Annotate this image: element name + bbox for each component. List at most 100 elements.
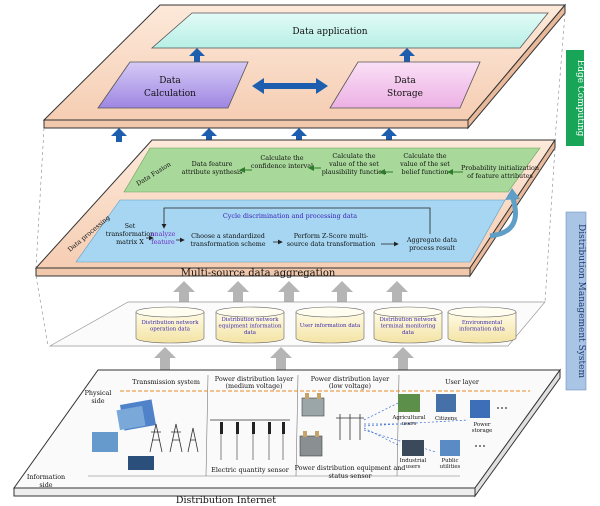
column-separators <box>88 374 460 477</box>
aggregation-arrows <box>173 281 408 302</box>
distribution-internet-label: Distribution Internet <box>176 495 276 506</box>
svg-text:feature: feature <box>151 238 175 246</box>
svg-text:belief function: belief function <box>402 168 449 176</box>
medium-voltage-equipment-icon <box>210 419 290 460</box>
cycle-label: Cycle discrimination and processing data <box>223 212 357 220</box>
distribution-links <box>363 401 469 453</box>
aggregation-label: Multi-source data aggregation <box>181 268 336 279</box>
svg-text:analyze: analyze <box>151 230 176 238</box>
processing-step-4: Perform Z-Score multi- source data trans… <box>287 232 376 248</box>
status-sensor-label-1: Power distribution equipment and <box>295 464 406 472</box>
svg-text:process result: process result <box>409 244 455 252</box>
user-industrial-2: users <box>406 464 421 470</box>
data-storage-line1: Data <box>394 76 416 86</box>
transmission-tower-icon <box>149 423 199 453</box>
low-voltage-pole-icon <box>336 414 364 440</box>
database-label: Distribution network <box>379 317 437 323</box>
layer-connector-arrows <box>111 128 397 142</box>
user-public-1: Public <box>441 458 458 464</box>
physical-side-2: side <box>91 397 104 405</box>
data-application-box: Data application <box>150 12 549 49</box>
database-label: operation data <box>150 327 191 333</box>
fusion-step-4: Calculate the value of the set belief fu… <box>399 152 450 176</box>
data-calculation-line2: Calculation <box>144 89 196 99</box>
database-cylinder: User information data <box>295 306 365 344</box>
up-arrow-icon <box>399 48 415 62</box>
database-label: information data <box>459 327 505 333</box>
guide-lines <box>35 12 566 347</box>
user-power-storage-2: storage <box>472 428 493 434</box>
svg-text:Calculate the: Calculate the <box>403 152 446 160</box>
svg-text:Probability initialization: Probability initialization <box>461 164 539 172</box>
information-side-1: Information <box>27 473 65 481</box>
edge-computing-bar: Edge Computing <box>566 50 585 146</box>
fusion-flow-arrows <box>239 165 463 175</box>
column-user-layer: User layer <box>445 378 480 386</box>
column-low-voltage-2: (low voltage) <box>329 382 371 390</box>
bidirectional-arrow-icon <box>252 78 328 94</box>
svg-text:transformation scheme: transformation scheme <box>190 240 265 248</box>
database-label: Distribution network <box>141 320 199 326</box>
svg-text:transformation: transformation <box>106 230 155 238</box>
svg-text:Perform Z-Score multi-: Perform Z-Score multi- <box>294 232 368 240</box>
data-processing-band <box>75 199 506 263</box>
data-application-label: Data application <box>292 27 367 37</box>
svg-text:Data feature: Data feature <box>192 160 233 168</box>
svg-text:Edge Computing: Edge Computing <box>575 60 585 137</box>
data-calculation-line1: Data <box>159 76 181 86</box>
svg-text:Aggregate data: Aggregate data <box>406 236 457 244</box>
user-public-2: utilities <box>440 464 461 470</box>
data-storage-line2: Storage <box>387 89 423 99</box>
user-agricultural-1: Agricultural <box>391 415 425 421</box>
processing-step-1: Set transformation matrix X <box>106 222 155 246</box>
user-tiles <box>398 394 490 456</box>
data-calculation-box: Data Calculation <box>97 61 249 109</box>
up-arrow-icon <box>189 48 205 62</box>
processing-step-2: analyze feature <box>151 230 176 246</box>
svg-text:source data transformation: source data transformation <box>287 240 376 248</box>
column-transmission: Transmission system <box>132 378 200 386</box>
column-medium-voltage-2: (medium voltage) <box>226 382 283 390</box>
database-label: terminal monitoring <box>380 324 436 330</box>
database-label: data <box>244 330 257 336</box>
processing-step-3: Choose a standardized transformation sch… <box>190 232 265 248</box>
svg-text:attribute synthesis: attribute synthesis <box>182 168 243 176</box>
column-medium-voltage-1: Power distribution layer <box>215 375 294 383</box>
svg-text:Set: Set <box>125 222 136 230</box>
database-label: Environmental <box>462 320 503 326</box>
data-storage-box: Data Storage <box>329 61 481 109</box>
user-industrial-1: Industrial <box>400 458 427 464</box>
svg-text:value of the set: value of the set <box>399 160 450 168</box>
database-label: equipment information <box>219 324 282 330</box>
physical-side-1: Physical <box>85 389 112 397</box>
transformer-icon <box>299 393 325 457</box>
curved-flow-arrow <box>489 195 518 239</box>
svg-text:Choose a standardized: Choose a standardized <box>191 232 265 240</box>
svg-text:plausibility function: plausibility function <box>322 168 387 176</box>
svg-text:matrix X: matrix X <box>116 238 144 246</box>
fusion-step-3: Calculate the value of the set plausibil… <box>322 152 387 176</box>
svg-text:of feature attributes: of feature attributes <box>467 172 533 180</box>
database-label: User information data <box>300 323 361 329</box>
database-label: data <box>402 330 415 336</box>
information-side-2: side <box>39 481 52 489</box>
data-fusion-band <box>123 147 541 193</box>
svg-text:Calculate the: Calculate the <box>332 152 375 160</box>
ellipsis-icon <box>475 407 507 447</box>
svg-text:value of the set: value of the set <box>328 160 379 168</box>
database-label: Distribution network <box>221 317 279 323</box>
physical-up-arrows <box>154 347 414 370</box>
status-sensor-label-2: status sensor <box>328 472 372 480</box>
fusion-step-2: Calculate the confidence interval <box>251 154 313 170</box>
user-citizens: Citizens <box>435 416 457 422</box>
fusion-step-5: Probability initialization of feature at… <box>461 164 539 180</box>
processing-step-5: Aggregate data process result <box>406 236 457 252</box>
svg-text:Calculate the: Calculate the <box>260 154 303 162</box>
distribution-management-system-bar: Distribution Management System <box>565 211 587 391</box>
